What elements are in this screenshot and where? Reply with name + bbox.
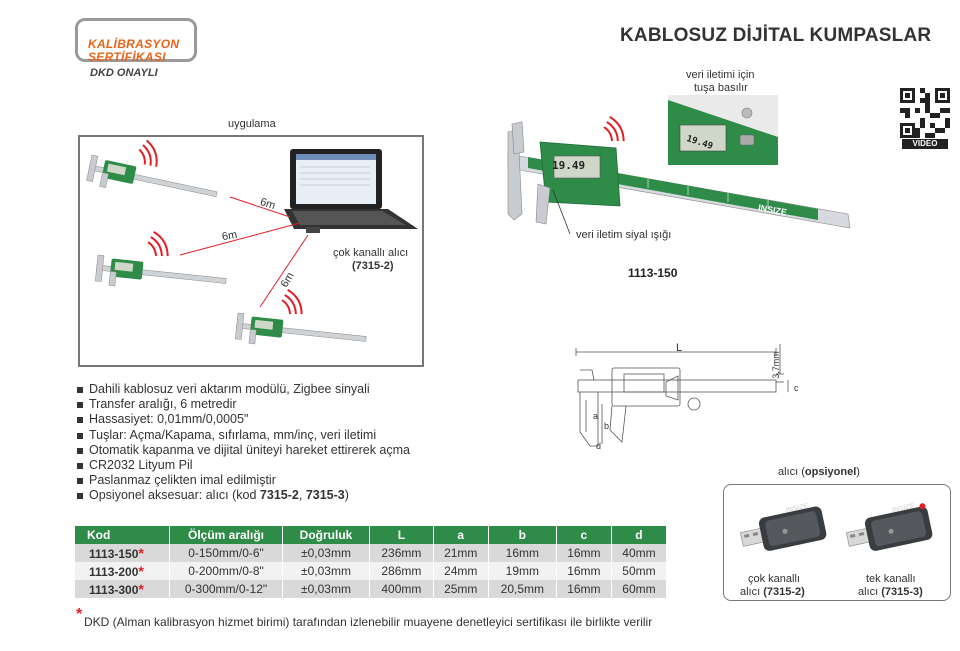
receiver-photos [739,503,933,551]
header-b: b [488,526,557,544]
feature-item: Hassasiyet: 0,01mm/0,0005" [76,412,410,427]
feature-item: CR2032 Lityum Pil [76,458,410,473]
feature-item: Tuşlar: Açma/Kapama, sıfırlama, mm/inç, … [76,428,410,443]
spec-table: Kod Ölçüm aralığı Doğruluk L a b c d 111… [75,526,668,598]
table-row: 1113-150* 0-150mm/0-6" ±0,03mm 236mm 21m… [75,544,668,562]
cell-code: 1113-300* [75,580,170,598]
footnote-star: * [76,606,83,623]
feature-item: Otomatik kapanma ve dijital üniteyi hare… [76,443,410,458]
cell: 21mm [433,544,489,562]
cell: 236mm [369,544,434,562]
table-row: 1113-200* 0-200mm/0-8" ±0,03mm 286mm 24m… [75,562,668,580]
dimension-thickness: 3,7mm [770,351,781,379]
header-a: a [433,526,489,544]
header-c: c [556,526,612,544]
dimension-L: L [676,342,683,354]
cell: 20,5mm [488,580,557,598]
caliper-product-illustration [507,116,851,235]
header-d: d [611,526,668,544]
footnote-text: DKD (Alman kalibrasyon hizmet birimi) ta… [84,615,653,629]
dimension-d: d [596,441,602,451]
dimension-a: a [593,411,599,421]
feature-item-accessory: Opsiyonel aksesuar: alıcı (kod 7315-2, 7… [76,488,410,503]
calibration-badge-frame [75,18,197,62]
feature-item: Dahili kablosuz veri aktarım modülü, Zig… [76,382,410,397]
cell: 16mm [556,580,612,598]
dkd-approved: DKD ONAYLI [90,67,158,79]
cell-code: 1113-200* [75,562,170,580]
dimension-diagram [575,344,789,447]
qr-code-icon[interactable] [900,88,950,138]
button-callout-line-2: tuşa basılır [694,82,748,94]
single-receiver-line-1: tek kanallı [866,573,916,585]
multi-receiver-line-2: alıcı (7315-2) [740,586,805,598]
header-L: L [369,526,434,544]
accessory-sep: , [298,488,306,503]
receiver-section-label: alıcı (opsiyonel) [778,466,860,478]
cell: 16mm [488,544,557,562]
video-label: VIDEO [902,139,948,149]
badge-line-1: KALİBRASYON [88,37,180,51]
cell: 50mm [611,562,668,580]
cell: 25mm [433,580,489,598]
application-label: uygulama [228,118,276,130]
application-illustration [85,138,418,356]
accessory-code-2: 7315-3 [305,488,345,503]
cell: 16mm [556,562,612,580]
caliper-display-value: 19.49 [552,159,586,172]
receiver-callout-code: (7315-2) [352,260,394,272]
cell: ±0,03mm [282,562,370,580]
accessory-suffix: ) [344,488,349,503]
feature-item: Transfer aralığı, 6 metredir [76,397,410,412]
signal-light-callout: veri iletim siyal ışığı [576,229,672,241]
cell: 0-300mm/0-12" [169,580,283,598]
cell: 400mm [369,580,434,598]
header-range: Ölçüm aralığı [169,526,283,544]
table-row: 1113-300* 0-300mm/0-12" ±0,03mm 400mm 25… [75,580,668,598]
cell: 24mm [433,562,489,580]
product-model: 1113-150 [628,266,678,280]
header-accuracy: Doğruluk [282,526,370,544]
dimension-b: b [604,421,610,431]
cell: ±0,03mm [282,580,370,598]
cell: 0-150mm/0-6" [169,544,283,562]
header-kod: Kod [75,526,170,544]
feature-list: Dahili kablosuz veri aktarım modülü, Zig… [76,382,410,504]
button-closeup-photo [668,95,778,165]
button-callout-line-1: veri iletimi için [686,69,755,81]
receiver-callout-text: çok kanallı alıcı [333,247,409,259]
cell: ±0,03mm [282,544,370,562]
cell: 19mm [488,562,557,580]
accessory-prefix: Opsiyonel aksesuar: alıcı (kod [89,488,260,503]
cell-code: 1113-150* [75,544,170,562]
dimension-c: c [794,383,799,393]
cell: 60mm [611,580,668,598]
table-header-row: Kod Ölçüm aralığı Doğruluk L a b c d [75,526,668,544]
single-receiver-line-2: alıcı (7315-3) [858,586,923,598]
page-title: KABLOSUZ DİJİTAL KUMPASLAR [620,25,932,46]
receiver-panel [723,484,951,601]
feature-item: Paslanmaz çelikten imal edilmiştir [76,473,410,488]
multi-receiver-line-1: çok kanallı [748,573,800,585]
accessory-code-1: 7315-2 [259,488,299,503]
cell: 286mm [369,562,434,580]
badge-line-2: SERTİFİKASI [88,50,166,64]
cell: 40mm [611,544,668,562]
cell: 16mm [556,544,612,562]
cell: 0-200mm/0-8" [169,562,283,580]
